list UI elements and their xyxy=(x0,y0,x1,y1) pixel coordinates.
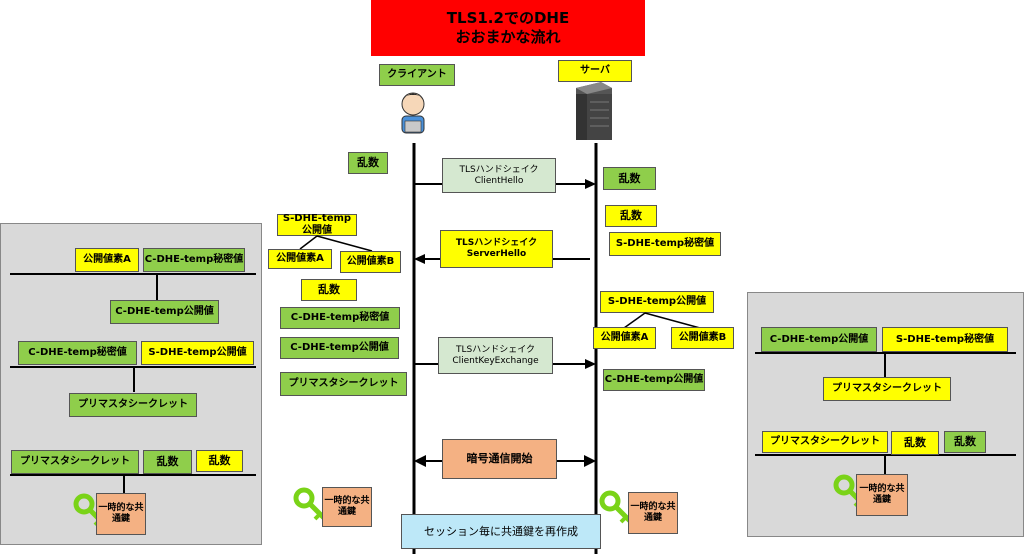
client-hello-line1: TLSハンドシェイク xyxy=(459,164,539,175)
left-random2: 乱数 xyxy=(196,450,243,472)
client-premaster: プリマスタシークレット xyxy=(280,372,407,396)
server-hello-line2: ServerHello xyxy=(466,249,527,259)
client-temp-key: 一時的な共通鍵 xyxy=(322,487,372,527)
client-hello-message: TLSハンドシェイク ClientHello xyxy=(442,158,556,193)
server-pub-a: 公開値素A xyxy=(593,327,656,349)
server-random2: 乱数 xyxy=(605,205,657,227)
client-random2: 乱数 xyxy=(301,279,357,301)
right-premaster: プリマスタシークレット xyxy=(823,377,951,401)
left-pub-a: 公開値素A xyxy=(75,248,139,272)
left-temp-key: 一時的な共通鍵 xyxy=(96,493,146,535)
server-s-secret: S-DHE-temp秘密値 xyxy=(609,232,721,256)
left-premaster: プリマスタシークレット xyxy=(69,393,197,417)
client-key-exchange-message: TLSハンドシェイク ClientKeyExchange xyxy=(438,337,553,374)
cke-line2: ClientKeyExchange xyxy=(452,355,539,366)
client-pub-a: 公開値素A xyxy=(268,249,332,269)
client-pub-b: 公開値素B xyxy=(340,251,401,273)
right-c-public: C-DHE-temp公開値 xyxy=(761,327,877,352)
client-c-public: C-DHE-temp公開値 xyxy=(280,337,399,359)
server-icon xyxy=(576,82,612,140)
client-computation-panel xyxy=(0,223,262,545)
right-random1: 乱数 xyxy=(891,431,939,455)
left-premaster2: プリマスタシークレット xyxy=(11,450,139,474)
right-key-group: 一時的な共通鍵 xyxy=(832,474,922,519)
regenerate-key-note: セッション毎に共通鍵を再作成 xyxy=(401,514,601,549)
diagram-title: TLS1.2でのDHE おおまかな流れ xyxy=(371,0,645,56)
person-icon xyxy=(401,92,425,134)
left-random1: 乱数 xyxy=(143,450,192,474)
server-c-public: C-DHE-temp公開値 xyxy=(603,369,705,391)
right-s-secret: S-DHE-temp秘密値 xyxy=(882,327,1008,352)
server-pub-b: 公開値素B xyxy=(671,327,734,349)
cke-line1: TLSハンドシェイク xyxy=(455,344,536,355)
right-premaster2: プリマスタシークレット xyxy=(762,431,888,453)
server-random: 乱数 xyxy=(603,167,656,190)
left-c-secret: C-DHE-temp秘密値 xyxy=(143,248,245,272)
server-hello-message: TLSハンドシェイク ServerHello xyxy=(440,230,553,268)
client-hello-line2: ClientHello xyxy=(474,175,524,186)
server-label: サーバ xyxy=(558,60,632,82)
start-encrypted-comm: 暗号通信開始 xyxy=(442,439,557,479)
title-line-1: TLS1.2でのDHE xyxy=(446,8,570,27)
left-s-public: S-DHE-temp公開値 xyxy=(141,341,254,365)
server-s-public: S-DHE-temp公開値 xyxy=(600,291,714,313)
client-random: 乱数 xyxy=(348,152,388,174)
client-label: クライアント xyxy=(379,64,455,86)
server-key-group: 一時的な共通鍵 xyxy=(598,490,688,535)
server-hello-line1: TLSハンドシェイク xyxy=(455,238,538,249)
title-line-2: おおまかな流れ xyxy=(455,28,561,46)
left-key-group: 一時的な共通鍵 xyxy=(72,493,162,538)
client-c-secret: C-DHE-temp秘密値 xyxy=(280,307,400,329)
left-c-public: C-DHE-temp公開値 xyxy=(110,300,219,324)
server-temp-key: 一時的な共通鍵 xyxy=(628,492,678,534)
client-key-group: 一時的な共通鍵 xyxy=(292,487,382,527)
left-c-secret2: C-DHE-temp秘密値 xyxy=(18,341,137,365)
right-random2: 乱数 xyxy=(944,431,986,453)
right-temp-key: 一時的な共通鍵 xyxy=(856,474,908,516)
client-s-public: S-DHE-temp公開値 xyxy=(277,213,357,236)
